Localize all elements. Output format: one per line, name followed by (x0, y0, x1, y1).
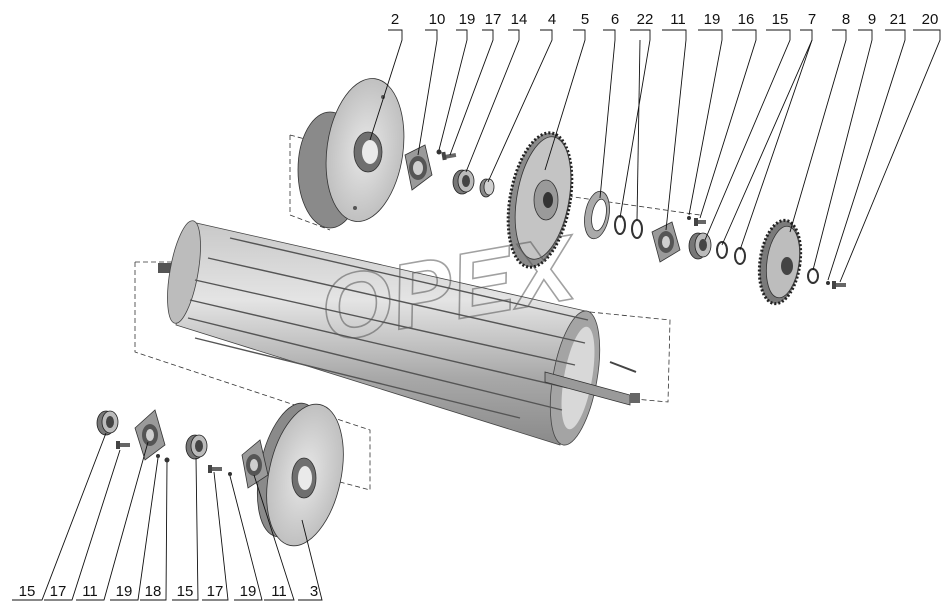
bolt-left-17 (116, 441, 130, 449)
bolt-right-16 (694, 218, 706, 226)
flange-housing-right (651, 221, 681, 263)
callout-7: 7 (808, 11, 816, 28)
callout-19: 19 (459, 11, 476, 28)
callout-6: 6 (611, 11, 619, 28)
callout-19b: 19 (704, 11, 721, 28)
callout-9: 9 (868, 11, 876, 28)
callout-b17b: 17 (207, 583, 224, 600)
washer-left-18 (164, 457, 170, 463)
callout-b15b: 15 (177, 583, 194, 600)
washer-9 (807, 268, 819, 284)
callout-b19: 19 (116, 583, 133, 600)
bolt-bottom-17 (208, 465, 222, 473)
washer-21 (826, 281, 830, 285)
callout-20: 20 (922, 11, 939, 28)
callout-8: 8 (842, 11, 850, 28)
end-disc-top (297, 78, 405, 229)
callout-16: 16 (738, 11, 755, 28)
sleeve-top (479, 178, 495, 198)
washer-left-19 (156, 454, 160, 458)
callout-5: 5 (581, 11, 589, 28)
callout-21: 21 (890, 11, 907, 28)
callout-2: 2 (391, 11, 399, 28)
bolt-20 (832, 281, 846, 289)
washer-top-19 (436, 149, 442, 155)
flange-housing-left (134, 409, 166, 461)
drum-roller (158, 220, 640, 446)
bearing-right (688, 232, 712, 260)
flange-housing-bottom (241, 439, 269, 489)
top-callouts: 2 10 19 17 14 4 5 6 22 11 19 16 15 7 8 9… (391, 11, 939, 28)
callout-11: 11 (670, 11, 686, 28)
bolt-top-17 (441, 151, 457, 161)
callout-b11: 11 (82, 583, 98, 600)
end-disc-bottom (257, 402, 344, 547)
bottom-callouts: 15 17 11 19 18 15 17 19 11 3 (19, 583, 319, 600)
callout-15: 15 (772, 11, 789, 28)
callout-22: 22 (637, 11, 654, 28)
rings-22 (614, 215, 643, 239)
large-sprocket (506, 131, 574, 269)
callout-b19b: 19 (240, 583, 257, 600)
callout-4: 4 (548, 11, 556, 28)
callout-17: 17 (485, 11, 502, 28)
callout-b3: 3 (310, 583, 318, 600)
small-sprocket (757, 218, 803, 306)
bearing-left (96, 410, 119, 436)
callout-b18: 18 (145, 583, 162, 600)
callout-b17: 17 (50, 583, 67, 600)
top-leaders (369, 29, 941, 283)
bearing-bottom (185, 434, 208, 460)
flange-housing-top (404, 144, 433, 191)
callout-14: 14 (511, 11, 528, 28)
washer-bottom-19 (228, 472, 232, 476)
rings-7 (716, 241, 746, 265)
bottom-leaders (12, 432, 323, 601)
bearing-top (452, 169, 475, 195)
callout-b15: 15 (19, 583, 36, 600)
callout-b11b: 11 (271, 583, 287, 600)
callout-10: 10 (429, 11, 446, 28)
washer-right-19 (687, 216, 691, 220)
ring-6 (584, 190, 610, 240)
